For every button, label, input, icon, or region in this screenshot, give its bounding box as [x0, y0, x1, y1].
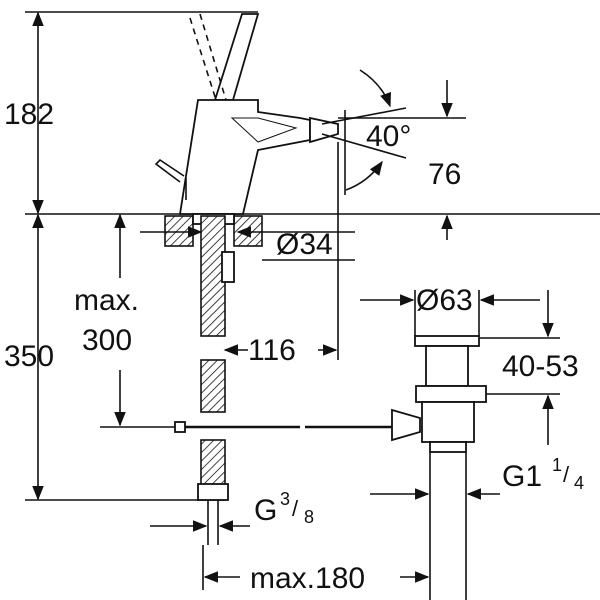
label-g: G	[254, 494, 278, 527]
fraction-slash-g1: /	[563, 462, 570, 487]
label-g1: G1	[502, 460, 543, 493]
label-diameter-34: Ø34	[276, 228, 333, 261]
label-diameter-63: Ø63	[416, 284, 473, 317]
deck-mounting	[140, 213, 355, 337]
label-max-180: max.180	[250, 562, 366, 595]
label-350: 350	[4, 340, 55, 373]
label-300: 300	[82, 324, 133, 357]
label-g1-denominator: 4	[574, 473, 585, 493]
fraction-slash-g: /	[292, 496, 299, 521]
label-182: 182	[4, 98, 55, 131]
label-116: 116	[248, 334, 296, 367]
angle-40-indicator	[321, 69, 407, 191]
label-g1-numerator: 1	[552, 455, 563, 475]
faucet-body	[154, 13, 339, 215]
label-40-degrees: 40°	[366, 120, 412, 153]
label-g-numerator: 3	[280, 489, 291, 509]
label-40-53: 40-53	[502, 350, 579, 383]
dimension-max-180	[202, 545, 430, 590]
dimension-max-300	[100, 213, 178, 428]
waste-assembly	[360, 290, 560, 600]
label-76: 76	[428, 158, 462, 191]
label-g-denominator: 8	[304, 507, 315, 527]
supply-hoses	[174, 142, 395, 545]
label-max: max.	[74, 284, 140, 317]
